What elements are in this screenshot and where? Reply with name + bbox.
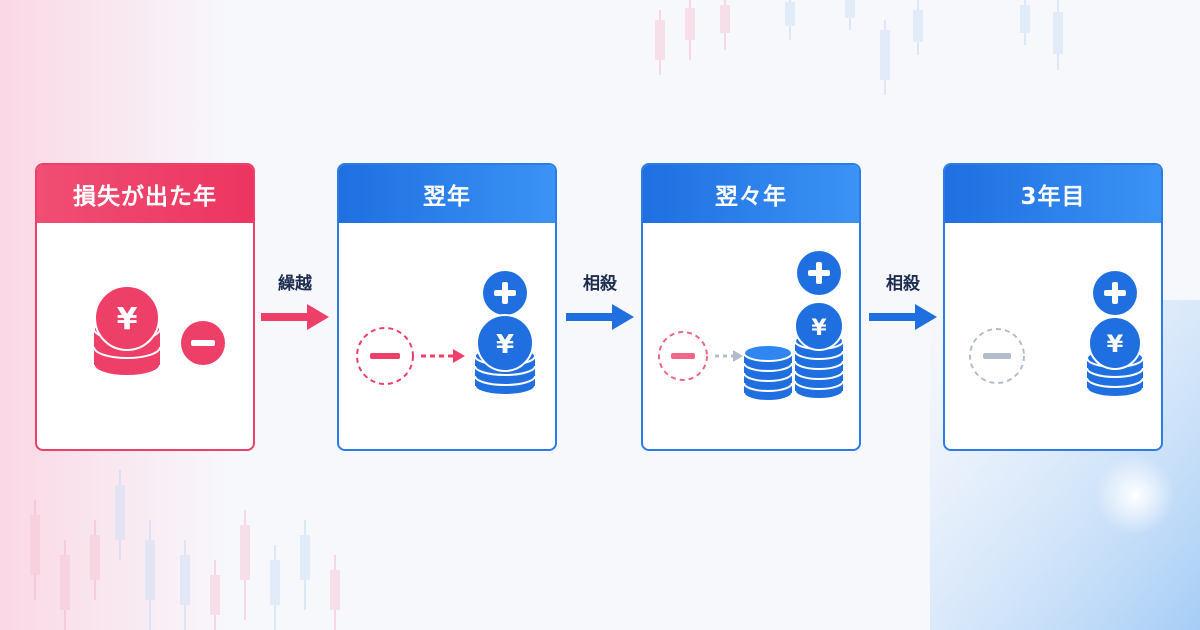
arrow-right-icon bbox=[566, 304, 634, 330]
yen-symbol: ¥ bbox=[496, 330, 514, 360]
yen-symbol: ¥ bbox=[117, 302, 138, 337]
connector-label: 相殺 bbox=[583, 274, 617, 294]
dashed-arrow-icon bbox=[715, 350, 743, 362]
arrow-right-icon bbox=[869, 304, 937, 330]
connector-offset-1: 相殺 bbox=[560, 272, 640, 332]
arrow-right-icon bbox=[261, 304, 329, 330]
panel-third-year: 3年目 ¥ bbox=[943, 163, 1163, 451]
candlestick-decoration-top bbox=[655, 0, 1063, 95]
connector-label: 繰越 bbox=[278, 274, 312, 294]
plus-circle-icon bbox=[797, 251, 841, 295]
panel-title: 翌々年 bbox=[643, 165, 859, 223]
minus-circle-icon bbox=[181, 321, 225, 365]
yen-coin-stack-icon: ¥ bbox=[474, 314, 536, 396]
panel-title: 損失が出た年 bbox=[37, 165, 253, 223]
faded-minus-icon bbox=[356, 327, 414, 385]
yen-symbol: ¥ bbox=[1107, 330, 1124, 358]
connector-carryover: 繰越 bbox=[255, 272, 335, 332]
connector-label: 相殺 bbox=[886, 274, 920, 294]
candlestick-decoration-bottom bbox=[30, 470, 340, 630]
connector-offset-2: 相殺 bbox=[863, 272, 943, 332]
dashed-arrow-icon bbox=[421, 349, 465, 363]
faded-minus-icon bbox=[658, 331, 708, 381]
yen-coin-stack-icon: ¥ bbox=[794, 301, 844, 400]
panel-year-after-next: 翌々年 bbox=[641, 163, 861, 451]
yen-coin-stack-icon: ¥ bbox=[1086, 316, 1144, 398]
coin-stack-icon bbox=[743, 344, 793, 402]
plus-circle-icon bbox=[1093, 271, 1137, 315]
panel-title: 翌年 bbox=[339, 165, 555, 223]
panel-title: 3年目 bbox=[945, 165, 1161, 223]
yen-symbol: ¥ bbox=[811, 316, 827, 341]
plus-circle-icon bbox=[483, 271, 527, 315]
yen-coin-stack-icon: ¥ bbox=[93, 285, 161, 377]
faded-minus-icon bbox=[969, 328, 1025, 384]
panel-next-year: 翌年 bbox=[337, 163, 557, 451]
panel-loss-year: 損失が出た年 ¥ bbox=[35, 163, 255, 451]
